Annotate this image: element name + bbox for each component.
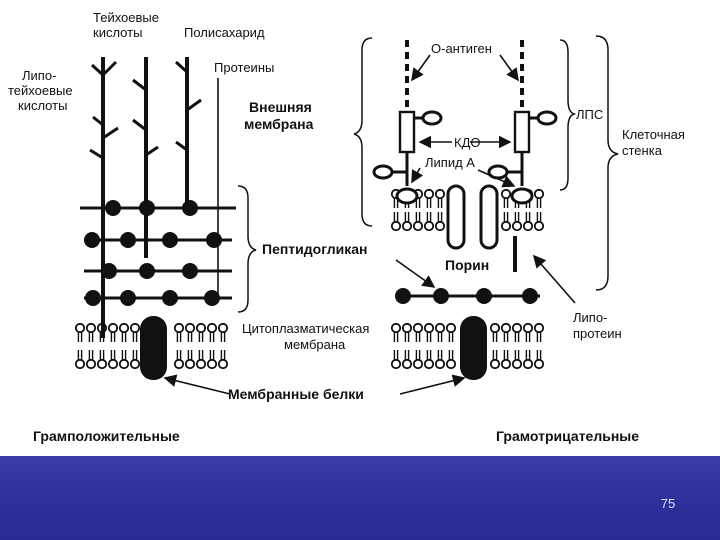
label-gram-positive: Грамположительные xyxy=(33,428,180,444)
annotation-arrows xyxy=(163,54,576,395)
label-kdo: КДО xyxy=(454,135,481,150)
label-lipoteichoic-3: кислоты xyxy=(18,98,67,113)
label-cytoplasmic-1: Цитоплазматическая xyxy=(242,321,369,336)
label-membrane-proteins: Мембранные белки xyxy=(228,386,364,402)
peptidoglycan-layers xyxy=(80,200,236,306)
label-lipoprotein-2: протеин xyxy=(573,326,622,341)
label-porin: Порин xyxy=(445,257,489,273)
label-proteins: Протеины xyxy=(214,60,274,75)
label-lps: ЛПС xyxy=(576,107,603,122)
cell-wall-diagram: Тейхоевые кислоты Полисахарид Липо- тейх… xyxy=(8,10,685,444)
label-cell-wall-2: стенка xyxy=(622,143,663,158)
gn-membrane-protein xyxy=(460,316,487,380)
label-teichoic-2: кислоты xyxy=(93,25,142,40)
label-outer-membrane-2: мембрана xyxy=(244,116,314,132)
label-cytoplasmic-2: мембрана xyxy=(284,337,346,352)
page-number: 75 xyxy=(660,496,676,511)
label-polysaccharide: Полисахарид xyxy=(184,25,265,40)
label-lipoteichoic-2: тейхоевые xyxy=(8,83,73,98)
gram-negative-structure xyxy=(353,35,619,380)
porin xyxy=(446,184,499,250)
gram-positive-structure xyxy=(74,57,257,380)
slide-footer-bar xyxy=(0,456,720,540)
diagram-frame xyxy=(8,4,714,456)
label-o-antigen: О-антиген xyxy=(431,41,492,56)
label-cell-wall-1: Клеточная xyxy=(622,127,685,142)
label-lipoprotein-1: Липо- xyxy=(573,310,607,325)
label-lipid-a: Липид А xyxy=(425,155,475,170)
label-outer-membrane-1: Внешняя xyxy=(249,99,312,115)
label-gram-negative: Грамотрицательные xyxy=(496,428,639,444)
label-peptidoglycan: Пептидогликан xyxy=(262,241,367,257)
label-lipoteichoic-1: Липо- xyxy=(22,68,56,83)
label-teichoic-1: Тейхоевые xyxy=(93,10,159,25)
gp-membrane-protein xyxy=(140,316,167,380)
